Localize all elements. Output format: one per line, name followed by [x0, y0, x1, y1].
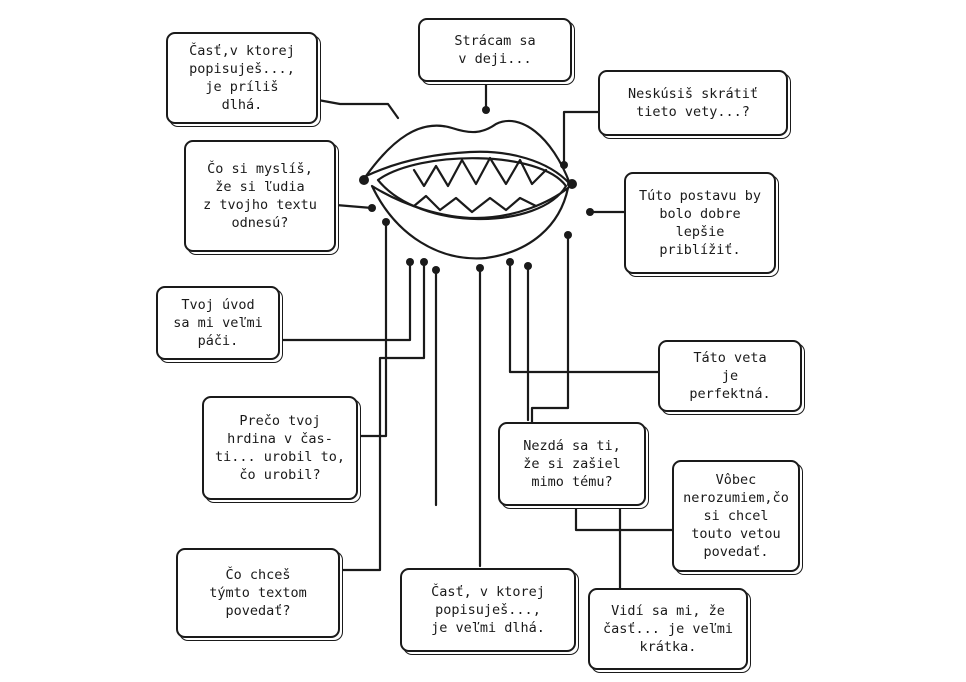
connector-dot — [482, 106, 490, 114]
bubble-b06: Tvoj úvod sa mi veľmi páči. — [156, 286, 280, 360]
connector-b10 — [574, 500, 674, 532]
lower-teeth — [412, 194, 538, 214]
upper-teeth — [412, 156, 548, 188]
connector-b06 — [276, 260, 412, 342]
connector-b07 — [508, 260, 662, 374]
mouth-icon — [359, 119, 577, 260]
connector-dot — [382, 218, 390, 226]
connector-b03 — [562, 110, 602, 167]
connector-b04 — [334, 203, 374, 210]
connector-b11 — [336, 260, 426, 572]
bubble-b10: Vôbec nerozumiem,čo si chcel touto vetou… — [672, 460, 800, 572]
bubble-b12: Časť, v ktorej popisuješ..., je veľmi dl… — [400, 568, 576, 652]
lower-lip — [370, 184, 570, 260]
bubble-b02: Strácam sa v deji... — [418, 18, 572, 82]
bubble-b04: Čo si myslíš, že si ľudia z tvojho textu… — [184, 140, 336, 252]
bubble-b08: Prečo tvoj hrdina v čas- ti... urobil to… — [202, 396, 358, 500]
mouth-inner — [376, 157, 568, 221]
connector-b09 — [530, 233, 570, 426]
connector-b08 — [354, 220, 388, 438]
upper-lip — [364, 119, 572, 186]
connector-dot — [476, 264, 484, 272]
bubble-b05: Túto postavu by bolo dobre lepšie priblí… — [624, 172, 776, 274]
bubble-b13: Vidí sa mi, že časť... je veľmi krátka. — [588, 588, 748, 670]
mouth-corner-dot — [567, 179, 577, 189]
bubble-b01: Časť,v ktorej popisuješ..., je príliš dl… — [166, 32, 318, 124]
bubble-b07: Táto veta je perfektná. — [658, 340, 802, 412]
connector-dot — [506, 258, 514, 266]
bubble-b11: Čo chceš týmto textom povedať? — [176, 548, 340, 638]
mouth-corner-dot — [359, 175, 369, 185]
bubble-b09: Nezdá sa ti, že si zašiel mimo tému? — [498, 422, 646, 506]
connector-dot — [368, 204, 376, 212]
connector-b01 — [316, 98, 400, 120]
connector-dot — [432, 266, 440, 274]
connector-dot — [406, 258, 414, 266]
bubble-b03: Neskúsiš skrátiť tieto vety...? — [598, 70, 788, 136]
connector-dot — [564, 231, 572, 239]
connector-dot — [524, 262, 532, 270]
connector-dot — [420, 258, 428, 266]
connector-dot — [586, 208, 594, 216]
